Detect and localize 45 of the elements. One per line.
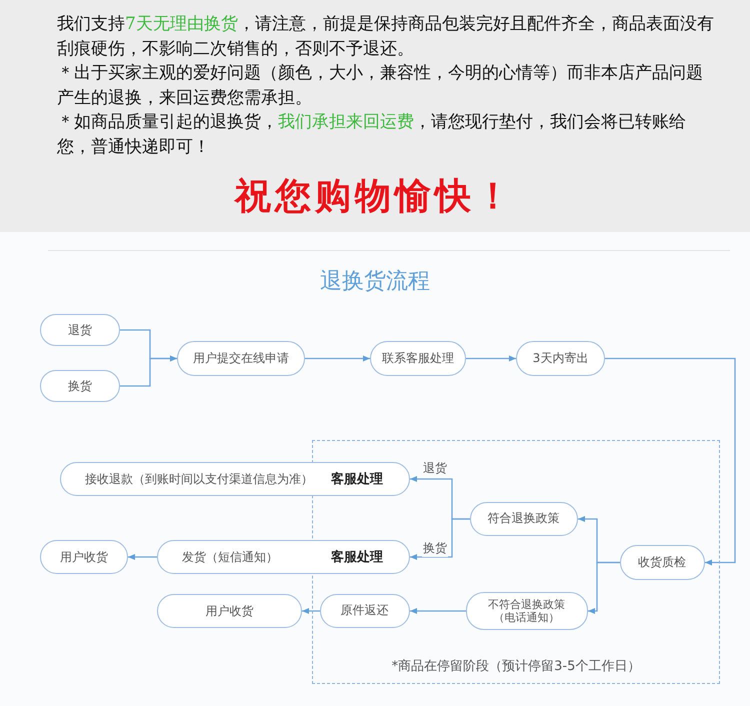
arrow bbox=[128, 554, 157, 560]
node-label: 用户收货 bbox=[206, 604, 254, 618]
arrow bbox=[410, 518, 470, 560]
edge-label: 换货 bbox=[422, 540, 448, 557]
node-label: 接收退款（到账时间以支付渠道信息为准） bbox=[85, 472, 313, 486]
arrow bbox=[120, 356, 177, 387]
process-box bbox=[370, 341, 466, 376]
node-label: 不符合退换政策（电话通知） bbox=[487, 598, 566, 624]
node-label: 联系客服处理 bbox=[382, 351, 454, 366]
process-box bbox=[40, 314, 120, 346]
node-label: 原件返还 bbox=[340, 603, 388, 618]
process-box bbox=[466, 592, 588, 630]
node-label: 换货 bbox=[68, 378, 92, 394]
process-box bbox=[320, 594, 410, 628]
arrow bbox=[588, 562, 620, 614]
node-label: 用户收货 bbox=[60, 550, 108, 564]
arrow bbox=[302, 608, 320, 614]
node-label: 符合退换政策 bbox=[488, 511, 560, 526]
process-box bbox=[40, 540, 128, 574]
notice-paragraph: ＊出于买家主观的爱好问题（颜色，大小，兼容性，今明的心情等）而非本店产品问题产生的退换，来回运费您需承担。 bbox=[57, 62, 704, 110]
process-box bbox=[516, 341, 605, 376]
handler-label: 客服处理 bbox=[331, 472, 383, 486]
process-box bbox=[620, 544, 704, 580]
node-label: 退货 bbox=[68, 322, 92, 338]
node-label: 用户提交在线申请 bbox=[193, 351, 289, 366]
arrow bbox=[410, 608, 466, 614]
handler-label: 客服处理 bbox=[331, 550, 383, 564]
notice-paragraph: 我们支持7天无理由换货，请注意，前提是保持商品包装完好且配件齐全，商品表面没有刮痕硬伤，不影响二次销售的，否则不予退还。 bbox=[57, 13, 715, 60]
node-label: 发货（短信通知） bbox=[182, 550, 278, 564]
diagram-title: 退换货流程 bbox=[319, 268, 431, 296]
node-label: 收货质检 bbox=[638, 554, 686, 570]
process-box bbox=[60, 462, 410, 496]
process-box bbox=[470, 502, 578, 536]
note-text: *商品在停留阶段（预计停留3-5个工作日） bbox=[390, 658, 642, 675]
arrow bbox=[605, 358, 736, 566]
process-box bbox=[40, 370, 120, 402]
node-label: 3天内寄出 bbox=[532, 351, 588, 366]
arrow bbox=[305, 356, 370, 362]
edge-label: 退货 bbox=[422, 460, 448, 477]
arrow bbox=[466, 356, 516, 362]
process-box bbox=[157, 540, 410, 574]
process-box bbox=[177, 341, 305, 376]
process-box bbox=[157, 594, 302, 628]
greeting-text: 祝您购物愉快！ bbox=[233, 175, 516, 219]
notice-paragraph: ＊如商品质量引起的退换货，我们承担来回运费，请您现行垫付，我们会将已转账给您，普通快递即可！ bbox=[57, 111, 687, 158]
